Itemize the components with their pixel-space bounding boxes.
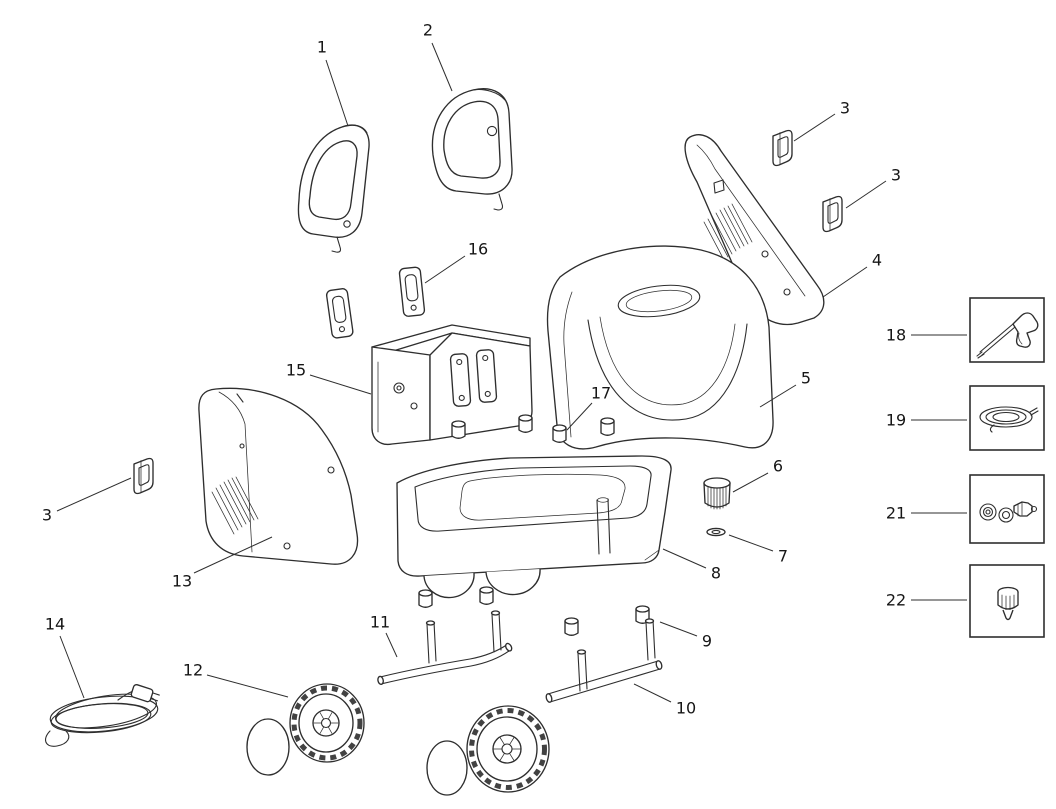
callout-label-10: 10 [675,698,697,718]
part-21-box [969,474,1045,544]
callout-label-4: 4 [871,250,883,270]
part-22-box [969,564,1045,638]
callout-label-11: 11 [369,612,391,632]
callout-label-19: 19 [885,410,907,430]
leader-line-17 [566,402,593,431]
callout-label-14: 14 [44,614,66,634]
part-12-hubcap-disc [246,718,290,776]
part-18-spray-gun [976,312,1039,359]
callout-label-12: 12 [182,660,204,680]
callout-label-15: 15 [285,360,307,380]
part-5-hood [546,245,774,450]
callout-label-16: 16 [467,239,489,259]
leader-line-7 [728,534,774,552]
part-12-wheel [289,683,365,763]
callout-label-21: 21 [885,503,907,523]
plug-icon [130,683,160,703]
callout-label-1: 1 [316,37,328,57]
part-19-box [969,385,1045,451]
part-12-hubcap-disc [426,740,468,796]
leader-line-14 [59,635,85,699]
leader-line-15 [309,374,372,395]
callout-label-17: 17 [590,383,612,403]
leader-line-3 [793,113,836,142]
part-10-rear-axle [545,618,663,703]
vent-grille-icon [211,476,259,535]
leader-line-4 [822,266,868,298]
part-1-trigger-handle [297,124,370,253]
callout-label-5: 5 [800,368,812,388]
part-19-hose [979,406,1039,433]
part-14-power-cord [44,683,160,747]
part-18-box [969,297,1045,363]
callout-label-3: 3 [41,505,53,525]
part-15-motor-bracket [371,324,533,446]
leader-line-9 [659,621,698,637]
part-13-left-side-panel [198,387,359,565]
callout-label-6: 6 [772,456,784,476]
leader-line-10 [633,683,672,703]
leader-line-13 [193,536,273,574]
leader-line-2 [431,42,453,92]
part-21-coupling-kit [979,501,1038,523]
leader-line-8 [662,548,707,569]
callout-label-9: 9 [701,631,713,651]
callout-label-2: 2 [422,20,434,40]
part-7-washer [706,527,726,537]
leader-line-3 [845,180,887,209]
vent-grille-icon [703,203,753,261]
callout-label-3: 3 [890,165,902,185]
part-6-cap [703,477,731,510]
callout-label-8: 8 [710,563,722,583]
part-2-trigger-handle [431,88,513,211]
callout-label-3: 3 [839,98,851,118]
callout-label-7: 7 [777,546,789,566]
part-8-base-tank [396,455,672,599]
leader-line-1 [325,59,349,127]
callout-label-18: 18 [885,325,907,345]
leader-line-6 [732,472,769,493]
leader-line-3 [56,477,132,512]
callout-label-22: 22 [885,590,907,610]
part-11-front-axle [377,610,513,686]
part-22-nozzle [997,586,1019,621]
leader-line-12 [206,674,289,698]
leader-line-5 [759,384,797,408]
callout-label-13: 13 [171,571,193,591]
leader-line-11 [385,632,398,658]
leader-line-16 [424,255,466,284]
part-12-wheel [466,705,550,793]
